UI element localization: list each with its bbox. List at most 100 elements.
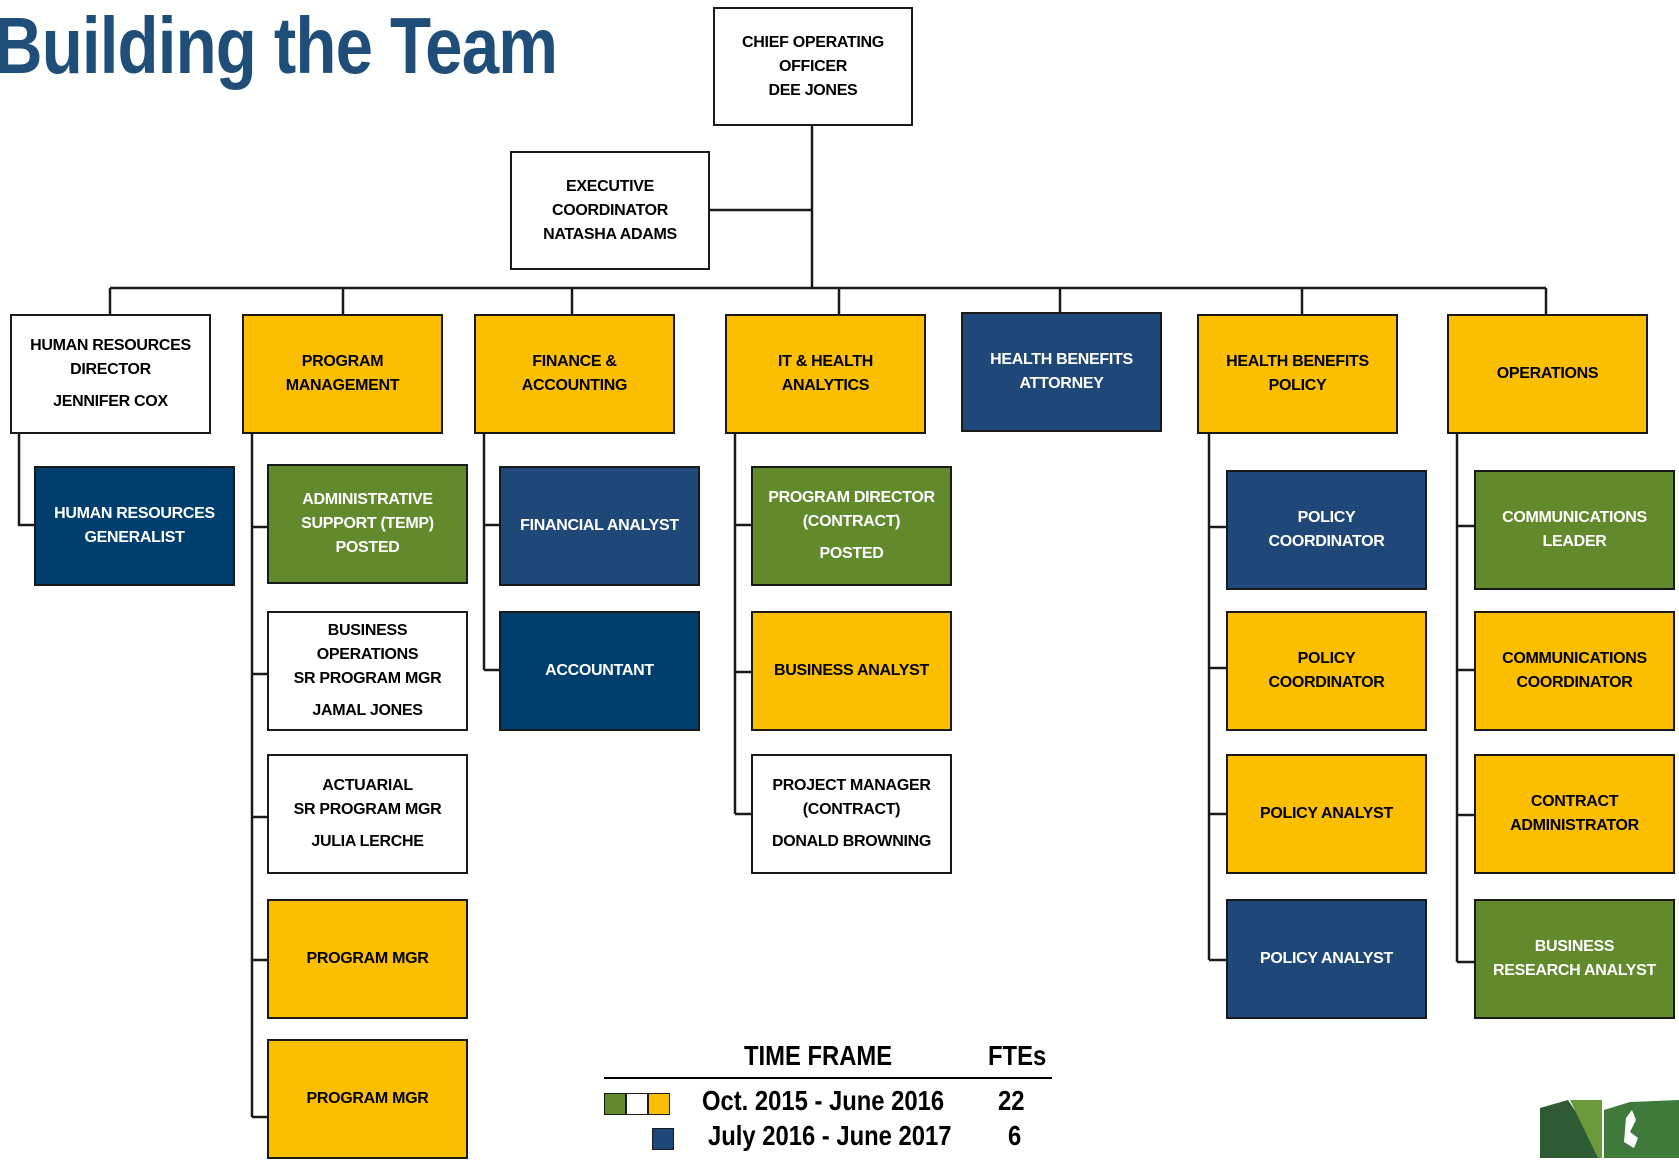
box-label-line: (CONTRACT)	[802, 801, 901, 818]
box-label-line: ACCOUNTANT	[545, 662, 654, 679]
box-label-line: LEADER	[1542, 533, 1607, 550]
box-label-line: FINANCIAL ANALYST	[520, 517, 679, 534]
box-label-line: BUSINESS	[327, 622, 408, 639]
box-label-line: PROGRAM MGR	[306, 950, 429, 967]
box-label-line: POSTED	[335, 539, 400, 556]
legend-swatch-yellow	[648, 1093, 670, 1115]
page-title: Building the Team	[0, 1, 558, 90]
box-actuarial-sr-program-mgr: ACTUARIAL SR PROGRAM MGR JULIA LERCHE	[267, 754, 468, 874]
box-label-line: SUPPORT (TEMP)	[301, 515, 434, 532]
box-label-line: PROGRAM	[301, 353, 384, 370]
box-label-line: ACTUARIAL	[322, 777, 413, 794]
box-business-operations-sr-program-mgr: BUSINESS OPERATIONS SR PROGRAM MGR JAMAL JO…	[267, 611, 468, 731]
box-label-line: CHIEF OPERATING	[742, 33, 884, 51]
box-it-health-analytics: IT & HEALTH ANALYTICS	[725, 314, 926, 434]
box-label-line: IT & HEALTH	[777, 353, 874, 370]
box-label-line: SR PROGRAM MGR	[293, 801, 442, 818]
box-label-line: ADMINISTRATOR	[1510, 817, 1639, 834]
box-program-management: PROGRAM MANAGEMENT	[242, 314, 443, 434]
box-label-line: MANAGEMENT	[285, 377, 400, 394]
box-label-line: NATASHA ADAMS	[543, 225, 677, 243]
box-label-line: DEE JONES	[768, 81, 858, 99]
box-label-line: HEALTH BENEFITS	[990, 351, 1133, 368]
box-policy-coordinator-1: POLICY COORDINATOR	[1226, 470, 1427, 590]
box-policy-coordinator-2: POLICY COORDINATOR	[1226, 611, 1427, 731]
box-label-line: ANALYTICS	[781, 377, 870, 394]
box-label-line: PROGRAM MGR	[306, 1090, 429, 1107]
box-policy-analyst-2: POLICY ANALYST	[1226, 899, 1427, 1019]
box-label-line: GENERALIST	[84, 529, 185, 546]
box-label-line: CONTRACT	[1530, 793, 1619, 810]
box-label-line: HUMAN RESOURCES	[54, 505, 215, 522]
box-project-manager-contract: PROJECT MANAGER (CONTRACT) DONALD BROWNING	[751, 754, 952, 874]
legend-ftes-1: 22	[998, 1085, 1025, 1116]
box-label-line: JULIA LERCHE	[311, 833, 424, 850]
box-label-line: OPERATIONS	[316, 646, 419, 663]
box-label-line: JAMAL JONES	[312, 702, 423, 719]
box-label-line: PROGRAM DIRECTOR	[768, 489, 935, 506]
box-label-line: DONALD BROWNING	[771, 833, 932, 850]
box-label-line: ACCOUNTING	[521, 377, 628, 394]
box-chief-operating-officer: CHIEF OPERATING OFFICER DEE JONES	[713, 7, 913, 126]
box-accountant: ACCOUNTANT	[499, 611, 700, 731]
box-label-line: ATTORNEY	[1019, 375, 1104, 392]
box-label-line: POLICY	[1268, 377, 1327, 394]
box-label-line: COORDINATOR	[551, 201, 669, 219]
box-label-line: ADMINISTRATIVE	[302, 491, 433, 508]
organization-logo	[1540, 1100, 1679, 1158]
box-contract-administrator: CONTRACT ADMINISTRATOR	[1474, 754, 1675, 874]
box-label-line: (CONTRACT)	[802, 513, 901, 530]
box-label-line: OFFICER	[778, 57, 848, 75]
box-financial-analyst: FINANCIAL ANALYST	[499, 466, 700, 586]
legend-timeframe-2: July 2016 - June 2017	[708, 1120, 952, 1151]
box-health-benefits-policy: HEALTH BENEFITS POLICY	[1197, 314, 1398, 434]
legend-header-timeframe: TIME FRAME	[744, 1040, 893, 1071]
box-label-line: HUMAN RESOURCES	[30, 337, 191, 354]
logo-mark-icon	[1540, 1100, 1679, 1158]
box-label-line: FINANCE &	[532, 353, 617, 370]
box-label-line: RESEARCH ANALYST	[1493, 962, 1656, 979]
legend-header-ftes: FTEs	[988, 1040, 1047, 1071]
legend-timeframe-1: Oct. 2015 - June 2016	[702, 1085, 945, 1116]
box-human-resources-generalist: HUMAN RESOURCES GENERALIST	[34, 466, 235, 586]
box-label-line: PROJECT MANAGER	[772, 777, 931, 794]
box-label-line: COORDINATOR	[1268, 533, 1385, 550]
box-communications-coordinator: COMMUNICATIONS COORDINATOR	[1474, 611, 1675, 731]
box-operations: OPERATIONS	[1447, 314, 1648, 434]
box-label-line: JENNIFER COX	[53, 393, 168, 410]
box-label-line: POLICY ANALYST	[1259, 805, 1393, 822]
box-label-line: EXECUTIVE	[566, 177, 654, 195]
box-label-line: POLICY	[1297, 650, 1356, 667]
box-program-mgr-1: PROGRAM MGR	[267, 899, 468, 1019]
box-label-line: COMMUNICATIONS	[1502, 509, 1647, 526]
box-label-line: SR PROGRAM MGR	[293, 670, 442, 687]
box-health-benefits-attorney: HEALTH BENEFITS ATTORNEY	[961, 312, 1162, 432]
box-label-line: COMMUNICATIONS	[1502, 650, 1647, 667]
box-label-line: POSTED	[819, 545, 884, 562]
legend-swatch-white	[626, 1093, 648, 1115]
box-label-line: BUSINESS ANALYST	[774, 662, 929, 679]
legend-swatch-green	[604, 1093, 626, 1115]
box-label-line: COORDINATOR	[1268, 674, 1385, 691]
box-program-director-contract: PROGRAM DIRECTOR (CONTRACT) POSTED	[751, 466, 952, 586]
box-finance-accounting: FINANCE & ACCOUNTING	[474, 314, 675, 434]
box-label-line: DIRECTOR	[70, 361, 151, 378]
box-label-line: BUSINESS	[1534, 938, 1615, 955]
legend-ftes-2: 6	[1008, 1120, 1022, 1151]
box-program-mgr-2: PROGRAM MGR	[267, 1039, 468, 1159]
box-label-line: COORDINATOR	[1516, 674, 1633, 691]
box-communications-leader: COMMUNICATIONS LEADER	[1474, 470, 1675, 590]
box-label-line: OPERATIONS	[1496, 365, 1599, 382]
box-label-line: POLICY	[1297, 509, 1356, 526]
box-executive-coordinator: EXECUTIVE COORDINATOR NATASHA ADAMS	[510, 151, 710, 270]
box-label-line: HEALTH BENEFITS	[1226, 353, 1369, 370]
box-business-analyst: BUSINESS ANALYST	[751, 611, 952, 731]
box-business-research-analyst: BUSINESS RESEARCH ANALYST	[1474, 899, 1675, 1019]
box-policy-analyst-1: POLICY ANALYST	[1226, 754, 1427, 874]
box-human-resources-director: HUMAN RESOURCES DIRECTOR JENNIFER COX	[10, 314, 211, 434]
legend-swatch-blue	[652, 1128, 674, 1150]
box-administrative-support: ADMINISTRATIVE SUPPORT (TEMP) POSTED	[267, 464, 468, 584]
legend: TIME FRAME FTEs Oct. 2015 - June 2016 22…	[604, 1040, 1054, 1160]
legend-divider	[604, 1077, 1052, 1079]
